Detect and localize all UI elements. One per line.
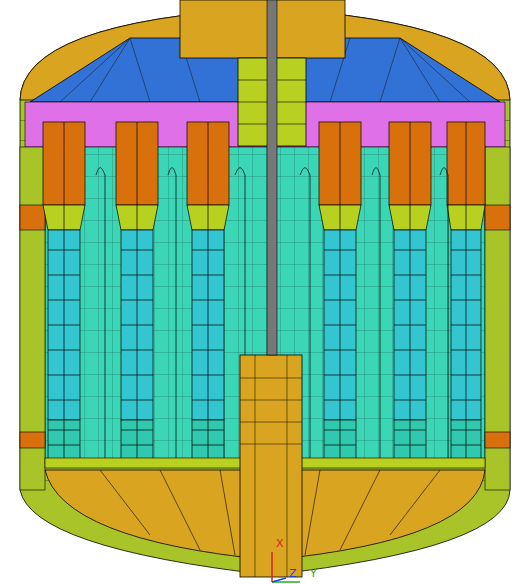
axis-label: X: [276, 538, 284, 550]
axis-label: Y: [310, 568, 317, 580]
axis-label: Z: [289, 568, 297, 580]
